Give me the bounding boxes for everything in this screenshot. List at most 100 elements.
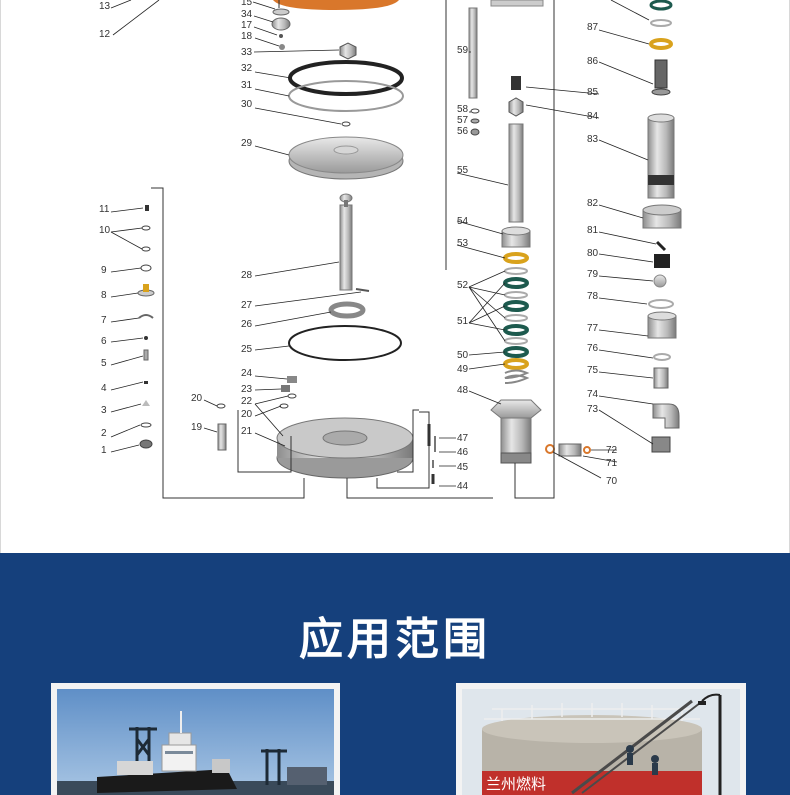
part-20b <box>216 403 226 409</box>
part-70 <box>545 444 555 454</box>
label-58: 58 <box>457 104 469 115</box>
label-57: 57 <box>457 115 469 126</box>
label-21: 21 <box>241 426 253 437</box>
part-78 <box>648 299 674 309</box>
label-11: 11 <box>99 204 110 215</box>
part-84 <box>508 97 524 117</box>
part-32-oring <box>288 60 404 96</box>
part-2 <box>140 422 152 428</box>
part-17 <box>279 34 283 38</box>
part-88 <box>649 0 673 11</box>
part-27-pin <box>355 288 370 292</box>
part-top-block <box>490 0 544 7</box>
label-15: 15 <box>241 0 253 8</box>
label-17: 17 <box>241 20 253 31</box>
label-51: 51 <box>457 316 469 327</box>
label-3: 3 <box>101 405 107 416</box>
label-10: 10 <box>99 225 111 236</box>
part-28-shaft <box>339 204 353 291</box>
part-75 <box>653 367 669 389</box>
ring-50-green <box>503 346 529 358</box>
part-79-ball <box>653 274 667 288</box>
label-32: 32 <box>241 63 253 74</box>
part-7 <box>138 314 154 319</box>
part-74-elbow <box>652 403 680 429</box>
label-83: 83 <box>587 134 599 145</box>
part-49-spring <box>504 369 530 384</box>
label-84: 84 <box>587 111 599 122</box>
label-77: 77 <box>587 323 599 334</box>
part-59-rod <box>468 7 478 99</box>
part-11 <box>145 205 149 211</box>
leader-lines <box>110 0 657 487</box>
part-19 <box>217 423 227 451</box>
part-5 <box>143 349 149 361</box>
ring-52c <box>504 314 528 322</box>
label-44: 44 <box>457 481 469 492</box>
label-23: 23 <box>241 384 253 395</box>
part-26-washer <box>328 301 366 319</box>
label-50: 50 <box>457 350 469 361</box>
label-1: 1 <box>101 445 107 456</box>
label-82: 82 <box>587 198 599 209</box>
label-53: 53 <box>457 238 469 249</box>
label-28: 28 <box>241 270 253 281</box>
label-30: 30 <box>241 99 253 110</box>
part-86 <box>654 59 668 89</box>
ring-52a <box>504 267 528 275</box>
label-2: 2 <box>101 428 107 439</box>
label-45: 45 <box>457 462 469 473</box>
part-30 <box>341 121 351 127</box>
label-49: 49 <box>457 364 469 375</box>
part-1 <box>139 439 153 449</box>
ring-52d <box>504 337 528 345</box>
part-10b <box>141 246 151 252</box>
label-46: 46 <box>457 447 469 458</box>
part-33-nut <box>339 42 357 60</box>
label-29: 29 <box>241 138 253 149</box>
label-20-left: 20 <box>191 393 203 404</box>
label-72: 72 <box>606 445 618 456</box>
label-20: 20 <box>241 409 253 420</box>
label-48: 48 <box>457 385 469 396</box>
label-54: 54 <box>457 216 469 227</box>
part-73 <box>651 436 671 453</box>
label-27: 27 <box>241 300 253 311</box>
photo-fuel-tank: 兰州燃料 <box>456 683 746 795</box>
ring-53-gold <box>503 252 529 264</box>
part-4 <box>144 381 148 384</box>
label-9: 9 <box>101 265 107 276</box>
label-18: 18 <box>241 31 253 42</box>
part-56 <box>470 128 480 136</box>
part-76 <box>653 353 671 361</box>
ring-51b-green <box>503 300 529 312</box>
part-20 <box>279 403 289 409</box>
label-24: 24 <box>241 368 253 379</box>
label-13: 13 <box>99 1 111 12</box>
fuel-tank-image: 兰州燃料 <box>462 689 740 795</box>
part-6 <box>144 336 148 340</box>
label-76: 76 <box>587 343 599 354</box>
part-9 <box>140 264 152 272</box>
part-18 <box>279 44 285 50</box>
label-55: 55 <box>457 165 469 176</box>
part-71 <box>558 443 582 457</box>
label-25: 25 <box>241 344 253 355</box>
label-5: 5 <box>101 358 107 369</box>
part-58 <box>470 108 480 114</box>
assembly-lines <box>151 0 555 499</box>
label-33: 33 <box>241 47 253 58</box>
part-80 <box>654 254 670 268</box>
label-80: 80 <box>587 248 599 259</box>
label-59: 59 <box>457 45 469 56</box>
label-87: 87 <box>587 22 599 33</box>
exploded-parts-diagram: 13 12 15 34 17 18 33 32 31 30 29 28 27 2… <box>0 0 790 553</box>
label-7: 7 <box>101 315 107 326</box>
part-25-oring <box>288 325 402 361</box>
part-34 <box>271 17 291 31</box>
label-74: 74 <box>587 389 599 400</box>
part-85 <box>511 76 521 90</box>
part-number-labels: 13 12 15 34 17 18 33 32 31 30 29 28 27 2… <box>99 0 618 492</box>
label-22: 22 <box>241 396 253 407</box>
part-57 <box>470 118 480 124</box>
